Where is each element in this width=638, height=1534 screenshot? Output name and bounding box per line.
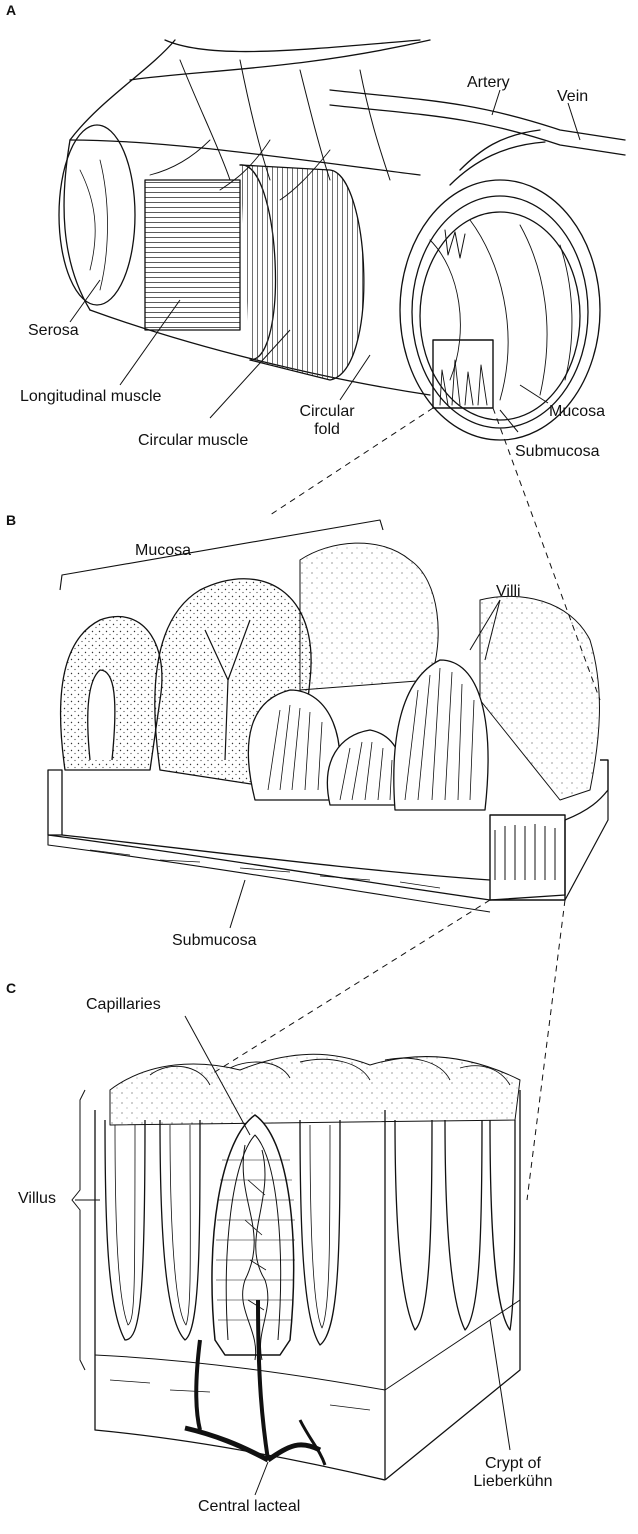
label-central-lacteal: Central lacteal bbox=[198, 1498, 300, 1516]
label-serosa: Serosa bbox=[28, 322, 79, 340]
label-circular-muscle: Circular muscle bbox=[138, 432, 248, 450]
panel-b-drawing bbox=[48, 520, 608, 912]
label-capillaries: Capillaries bbox=[86, 996, 161, 1014]
panel-c-drawing bbox=[95, 1054, 520, 1480]
label-submucosa-a: Submucosa bbox=[515, 443, 600, 461]
panel-a-drawing bbox=[59, 40, 625, 440]
label-mucosa-b: Mucosa bbox=[135, 542, 191, 560]
label-longitudinal-muscle: Longitudinal muscle bbox=[20, 388, 161, 406]
panel-letter-b: B bbox=[6, 512, 16, 528]
panel-letter-a: A bbox=[6, 2, 16, 18]
label-villus: Villus bbox=[18, 1190, 56, 1208]
panel-letter-c: C bbox=[6, 980, 16, 996]
label-artery: Artery bbox=[467, 74, 510, 92]
label-submucosa-b: Submucosa bbox=[172, 932, 257, 950]
label-crypt-line2: Lieberkühn bbox=[473, 1473, 552, 1490]
label-villi: Villi bbox=[496, 583, 521, 601]
label-circular-fold-line2: fold bbox=[314, 421, 340, 438]
label-crypt-of-lieberkuhn: Crypt of Lieberkühn bbox=[458, 1455, 568, 1491]
label-vein: Vein bbox=[557, 88, 588, 106]
label-crypt-line1: Crypt of bbox=[485, 1455, 541, 1472]
label-circular-fold-line1: Circular bbox=[299, 403, 354, 420]
label-circular-fold: Circular fold bbox=[292, 403, 362, 439]
label-mucosa-a: Mucosa bbox=[549, 403, 605, 421]
